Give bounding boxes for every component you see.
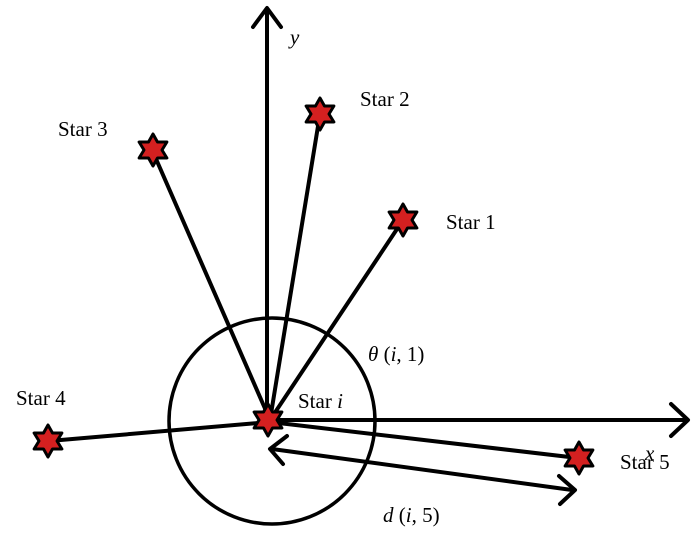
x-axis-arrowhead xyxy=(669,402,690,438)
vector-to-star-5 xyxy=(268,420,580,460)
star-2-icon xyxy=(304,96,336,132)
y-axis-label: y xyxy=(288,25,300,49)
distance-arrowhead-right xyxy=(557,474,577,506)
vector-to-star-1 xyxy=(268,218,405,422)
x-axis-label: x xyxy=(644,441,655,465)
star-3-icon xyxy=(137,132,169,168)
angle-label: θ (i, 1) xyxy=(368,342,424,366)
star-2-label: Star 2 xyxy=(360,87,410,111)
star-i-label: Star i xyxy=(298,389,343,413)
vector-to-star-4 xyxy=(47,420,272,443)
star-3-label: Star 3 xyxy=(58,117,108,141)
star-5-label: Star 5 xyxy=(620,450,670,474)
y-axis-arrowhead xyxy=(251,6,283,29)
star-4-icon xyxy=(32,423,64,459)
vector-to-star-3 xyxy=(151,150,272,422)
star-1-icon xyxy=(387,202,419,238)
star-i-icon xyxy=(252,402,284,438)
distance-arrow xyxy=(270,447,574,492)
star-1-label: Star 1 xyxy=(446,210,496,234)
vector-to-star-2 xyxy=(268,112,322,422)
star-4-label: Star 4 xyxy=(16,386,66,410)
star-5-icon xyxy=(563,440,595,476)
distance-arrowhead-left xyxy=(268,434,289,466)
distance-label: d (i, 5) xyxy=(383,503,440,527)
